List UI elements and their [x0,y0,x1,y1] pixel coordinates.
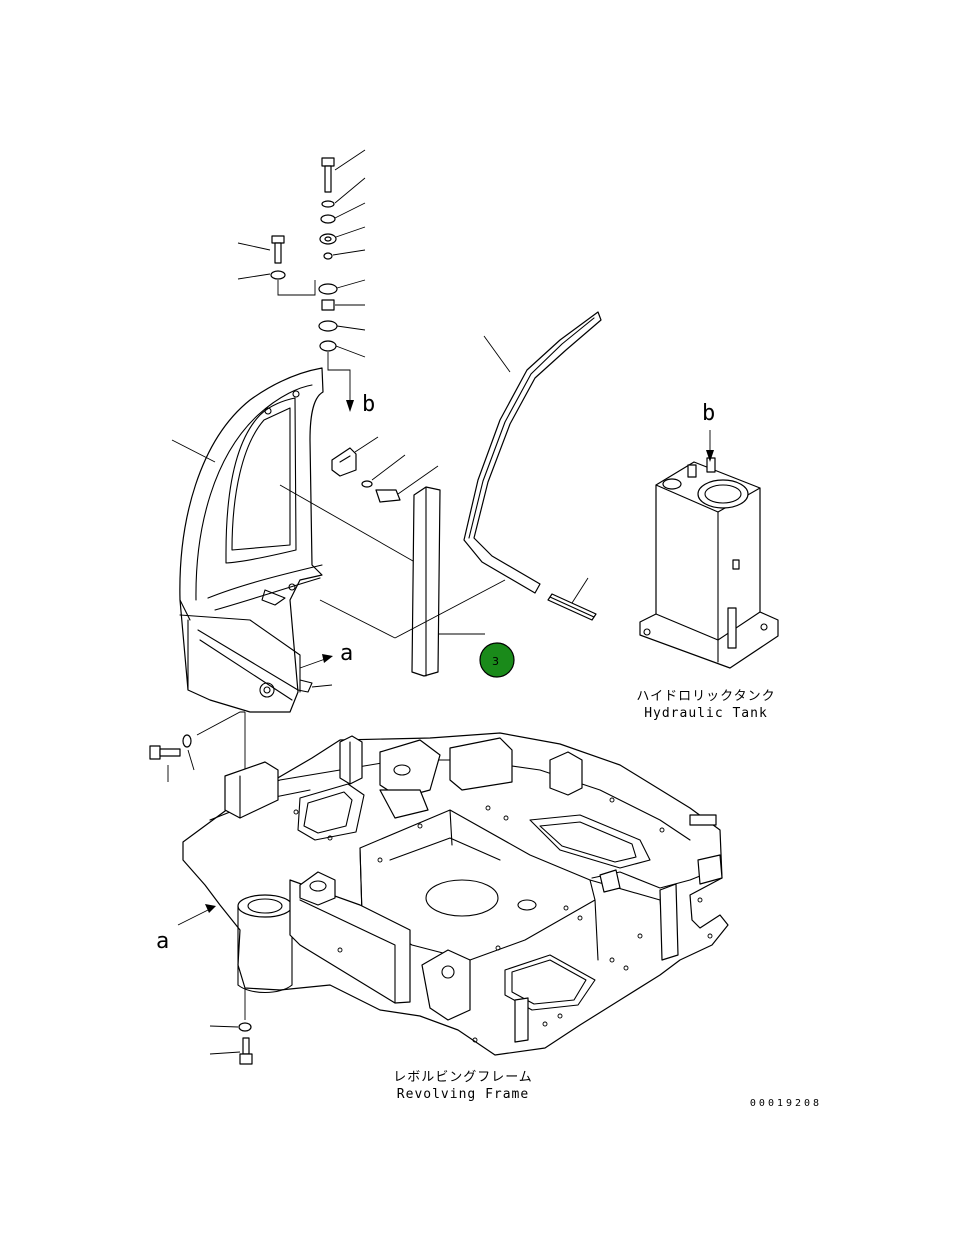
curved-trim [463,311,602,621]
frame-label-en: Revolving Frame [397,1087,529,1102]
callout-3[interactable]: 3 [479,642,515,678]
callout-3-circle[interactable] [479,642,515,678]
tank-label-en: Hydraulic Tank [644,706,768,721]
seal-strip [411,486,485,677]
frame-holes [293,797,713,1043]
hydraulic-tank: b [639,401,779,669]
callout-3-number: 3 [492,655,499,668]
revolving-frame [182,732,729,1056]
label-a-lower: a [156,929,169,954]
label-b-left: b [362,392,375,417]
arrow-a-upper: a [299,641,353,669]
arrow-a-lower: a [156,904,216,954]
bottom-bolt-group [209,1022,253,1065]
left-bolt-group [237,235,316,296]
fastener-stack [318,149,366,412]
bracket [331,436,439,503]
drawing-number: 00019208 [750,1098,822,1109]
label-a-upper: a [340,641,353,666]
cover-panel [171,367,421,713]
tank-label-jp: ハイドロリックタンク [636,689,775,704]
label-b-right: b [702,401,715,426]
frame-label-jp: レボルビングフレーム [393,1070,533,1085]
